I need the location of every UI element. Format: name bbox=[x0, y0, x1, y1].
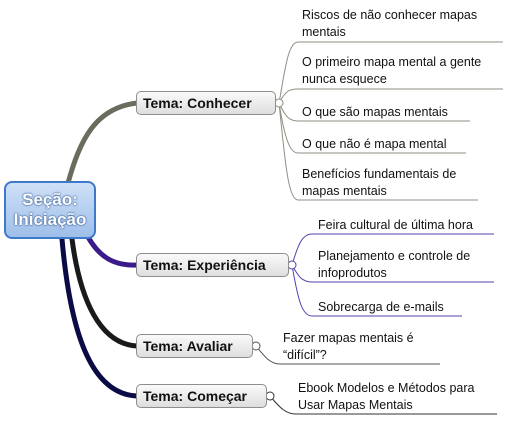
subtopic-ebook-line-1: Ebook Modelos e Métodos para bbox=[298, 381, 475, 395]
subtopic-fazer-mapas-line-1: Fazer mapas mentais é bbox=[283, 331, 414, 345]
subtopic-riscos-line-1: Riscos de não conhecer mapas bbox=[302, 8, 478, 22]
branch-comecar bbox=[59, 236, 140, 399]
subtopic-primeiro-mapa[interactable]: O primeiro mapa mental a gente nunca esq… bbox=[302, 54, 481, 88]
branch-experiencia bbox=[85, 234, 140, 268]
topic-comecar[interactable]: Tema: Começar bbox=[136, 384, 267, 408]
avaliar-collapse-handle[interactable] bbox=[251, 341, 261, 351]
subtopic-primeiro-mapa-line-2: nunca esquece bbox=[302, 72, 387, 86]
root-line-2: Iniciação bbox=[13, 210, 87, 229]
subtopic-o-que-nao-e-line-1: O que não é mapa mental bbox=[302, 137, 447, 151]
subtopic-sobrecarga-line-1: Sobrecarga de e-mails bbox=[318, 300, 444, 314]
topic-conhecer[interactable]: Tema: Conhecer bbox=[136, 91, 276, 115]
branch-avaliar bbox=[69, 236, 140, 349]
comecar-connector bbox=[269, 395, 497, 415]
subtopic-o-que-sao-line-1: O que são mapas mentais bbox=[302, 105, 448, 119]
topic-conhecer-label: Tema: Conhecer bbox=[143, 95, 252, 111]
comecar-collapse-handle[interactable] bbox=[265, 391, 275, 401]
subtopic-riscos[interactable]: Riscos de não conhecer mapas mentais bbox=[302, 7, 477, 41]
subtopic-planejamento-line-1: Planejamento e controle de bbox=[318, 249, 471, 263]
topic-comecar-label: Tema: Começar bbox=[143, 388, 248, 404]
experiencia-collapse-handle[interactable] bbox=[287, 260, 297, 270]
subtopic-fazer-mapas[interactable]: Fazer mapas mentais é “difícil”? bbox=[283, 330, 414, 364]
subtopic-riscos-line-2: mentais bbox=[302, 25, 346, 39]
topic-avaliar-label: Tema: Avaliar bbox=[143, 338, 233, 354]
subtopic-beneficios-line-2: mapas mentais bbox=[302, 184, 387, 198]
conhecer-collapse-handle[interactable] bbox=[274, 98, 284, 108]
subtopic-feira-cultural-line-1: Feira cultural de última hora bbox=[318, 218, 473, 232]
subtopic-beneficios-line-1: Benefícios fundamentais de bbox=[302, 167, 457, 181]
branch-conhecer bbox=[65, 100, 140, 186]
subtopic-feira-cultural[interactable]: Feira cultural de última hora bbox=[318, 217, 473, 234]
topic-experiencia[interactable]: Tema: Experiência bbox=[136, 253, 289, 277]
subtopic-sobrecarga[interactable]: Sobrecarga de e-mails bbox=[318, 299, 444, 316]
topic-avaliar[interactable]: Tema: Avaliar bbox=[136, 334, 253, 358]
topic-experiencia-label: Tema: Experiência bbox=[143, 257, 266, 273]
subtopic-o-que-nao-e[interactable]: O que não é mapa mental bbox=[302, 136, 447, 153]
subtopic-fazer-mapas-line-2: “difícil”? bbox=[283, 348, 327, 362]
root-node[interactable]: Seção: Iniciação bbox=[4, 181, 96, 239]
subtopic-ebook[interactable]: Ebook Modelos e Métodos para Usar Mapas … bbox=[298, 380, 475, 414]
subtopic-primeiro-mapa-line-1: O primeiro mapa mental a gente bbox=[302, 55, 482, 69]
subtopic-ebook-line-2: Usar Mapas Mentais bbox=[298, 398, 413, 412]
subtopic-beneficios[interactable]: Benefícios fundamentais de mapas mentais bbox=[302, 166, 456, 200]
subtopic-planejamento[interactable]: Planejamento e controle de infoprodutos bbox=[318, 248, 470, 282]
subtopic-planejamento-line-2: infoprodutos bbox=[318, 266, 387, 280]
subtopic-o-que-sao[interactable]: O que são mapas mentais bbox=[302, 104, 448, 121]
root-line-1: Seção: bbox=[22, 190, 78, 209]
